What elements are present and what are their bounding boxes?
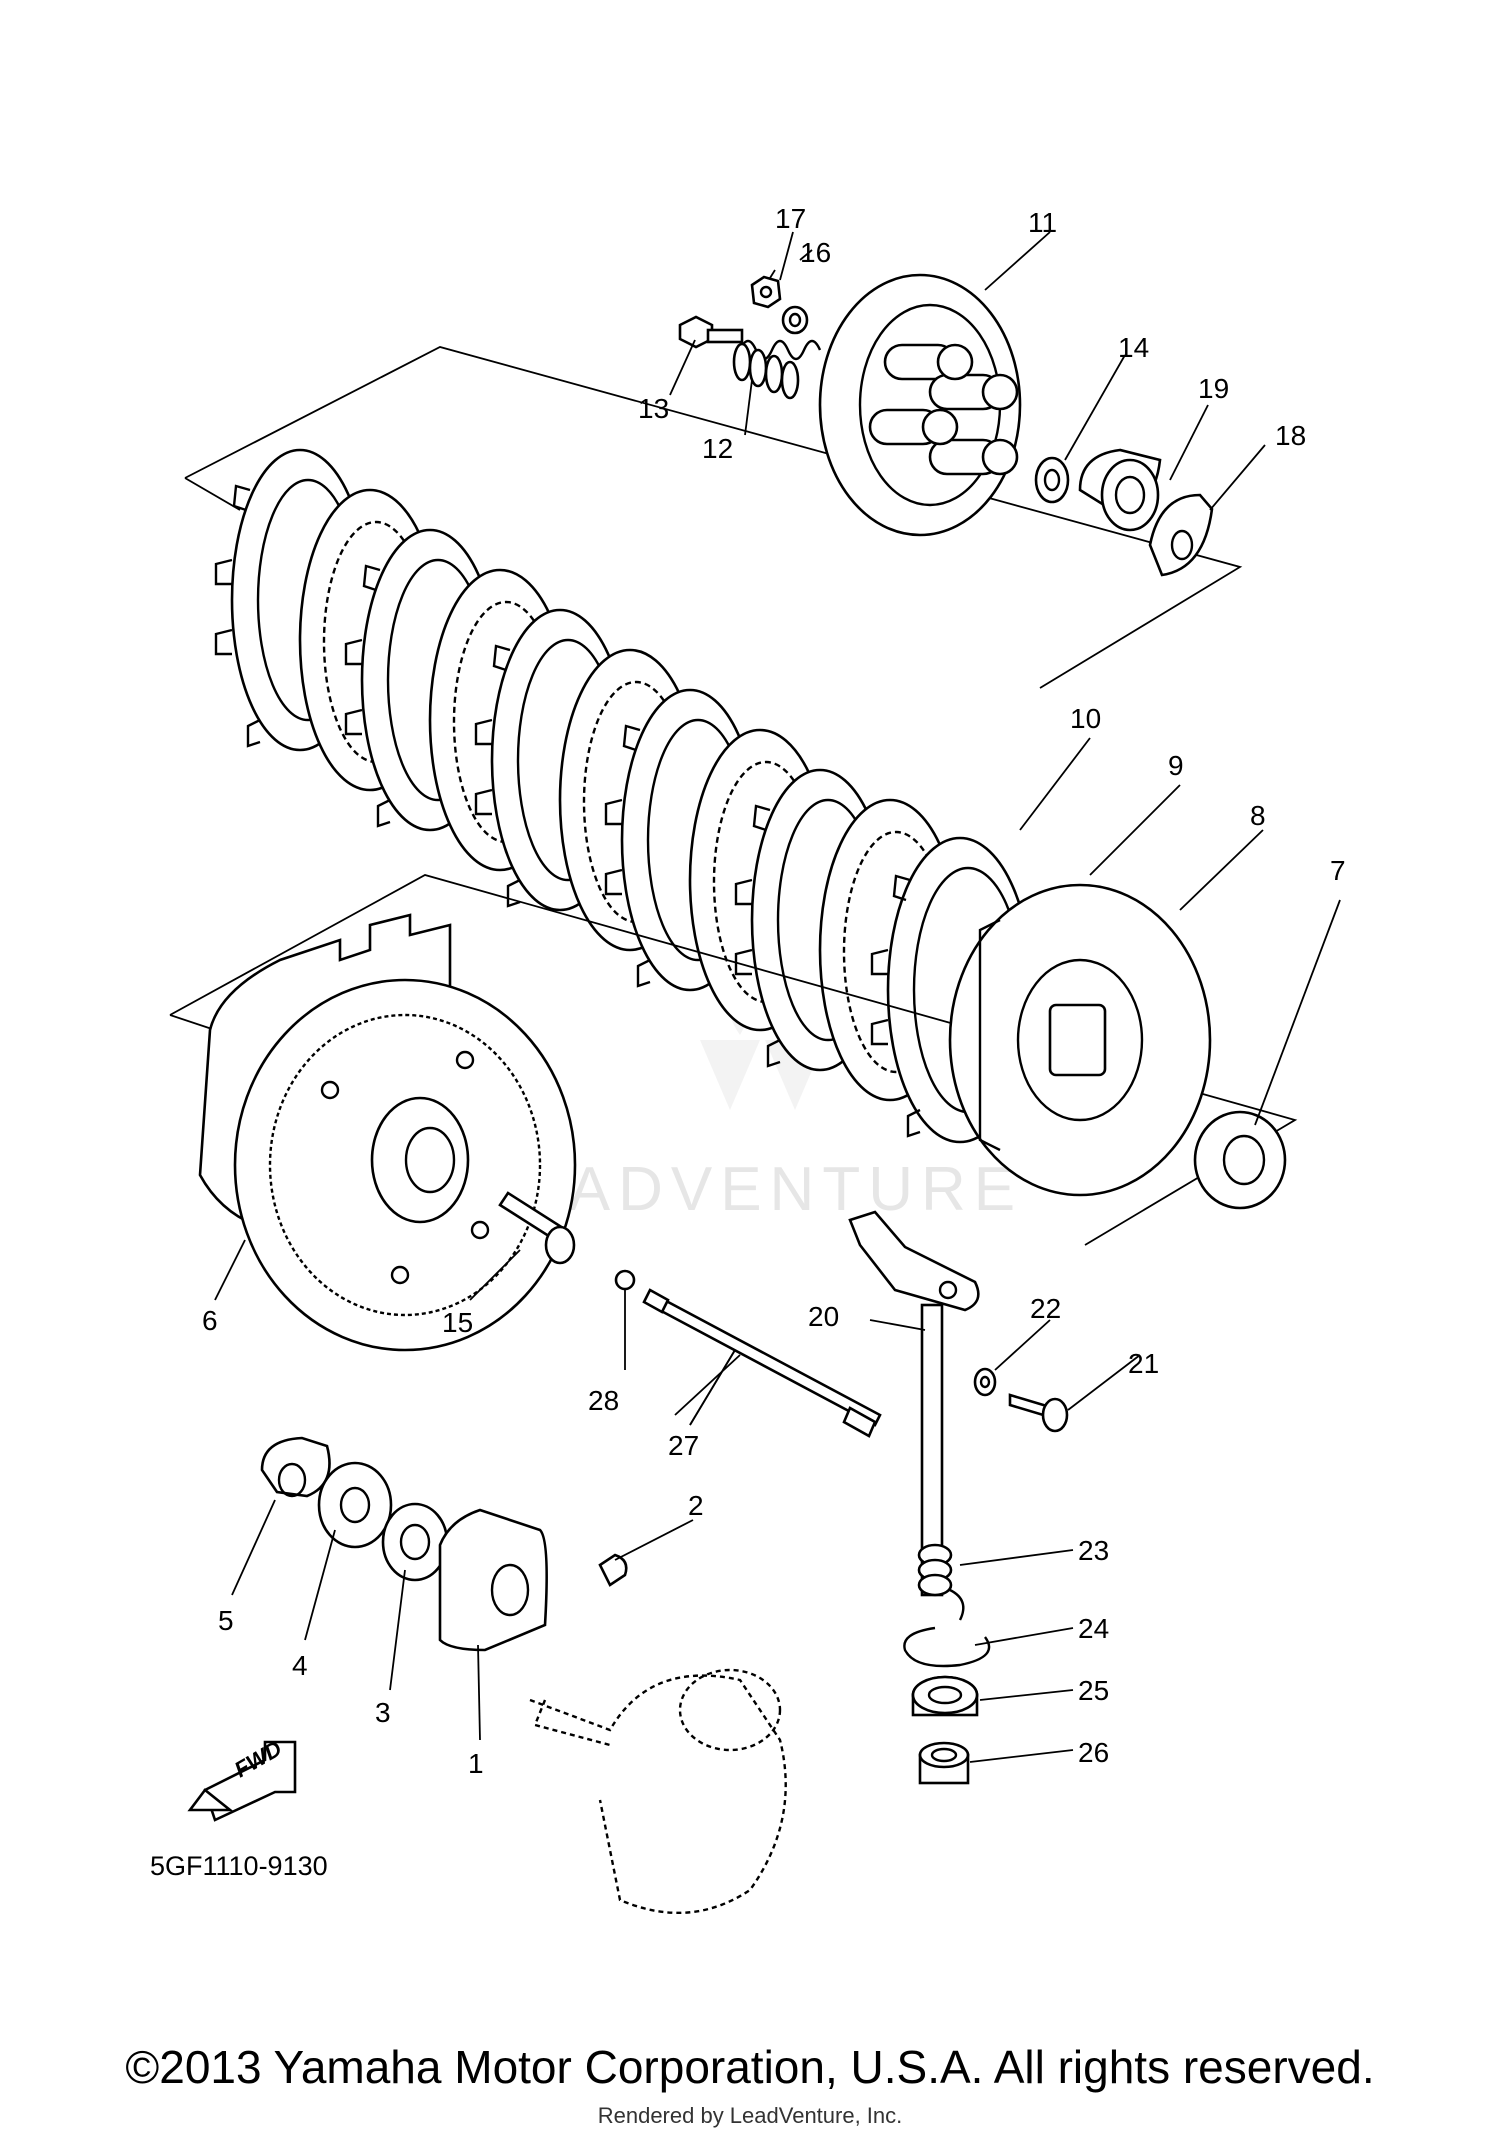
- callout-14: 14: [1118, 332, 1149, 363]
- callout-8: 8: [1250, 800, 1266, 831]
- callout-13: 13: [638, 393, 669, 424]
- lower-bracket: [169, 874, 1298, 1246]
- spring-23: [917, 1543, 965, 1621]
- callout-10: 10: [1070, 703, 1101, 734]
- primary-drive-gear-1: [438, 1508, 548, 1652]
- pressure-plate-11: [818, 273, 1022, 537]
- callout-4: 4: [292, 1650, 308, 1681]
- callout-9: 9: [1168, 750, 1184, 781]
- circlip-24: [903, 1626, 991, 1668]
- callout-19: 19: [1198, 373, 1229, 404]
- key-2: [598, 1553, 628, 1587]
- bolt-13: [678, 315, 744, 349]
- washer-14: [1034, 456, 1070, 504]
- callout-15: 15: [442, 1307, 473, 1338]
- push-rod-27: [642, 1288, 882, 1438]
- push-lever-20: [848, 1210, 980, 1597]
- copyright-notice: ©2013 Yamaha Motor Corporation, U.S.A. A…: [125, 2041, 1375, 2093]
- callout-17: 17: [775, 203, 806, 234]
- nut-17: [750, 275, 782, 309]
- callout-18: 18: [1275, 420, 1306, 451]
- rendered-by-credit: Rendered by LeadVenture, Inc.: [597, 2103, 903, 2128]
- bolt-21: [1008, 1393, 1069, 1433]
- clutch-spring-12: [732, 339, 822, 400]
- callout-28: 28: [588, 1385, 619, 1416]
- washer-3: [381, 1502, 449, 1582]
- callout-6: 6: [202, 1305, 218, 1336]
- washer-16: [781, 305, 809, 335]
- lock-washer-7: [1193, 1110, 1287, 1210]
- crankshaft-reference: [529, 1668, 787, 1915]
- callout-11: 11: [1028, 207, 1057, 238]
- clutch-boss-8: [948, 883, 1212, 1197]
- collar-26: [918, 1741, 970, 1785]
- leader-lines: [214, 231, 1341, 1763]
- callout-27: 27: [668, 1430, 699, 1461]
- callout-numbers: 1 2 3 4 5 6 7 8 9 10 11 12 13 14 15 16 1…: [202, 203, 1346, 1779]
- bearing-25: [911, 1675, 979, 1717]
- callout-22: 22: [1030, 1293, 1061, 1324]
- callout-3: 3: [375, 1697, 391, 1728]
- fwd-arrow-icon: [187, 1740, 297, 1822]
- washer-22: [973, 1367, 997, 1397]
- bearing-5: [260, 1436, 331, 1498]
- drawing-code: 5GF1110-9130: [150, 1851, 328, 1881]
- lock-washer-18: [1148, 493, 1214, 577]
- callout-23: 23: [1078, 1535, 1109, 1566]
- callout-20: 20: [808, 1301, 839, 1332]
- callout-1: 1: [468, 1748, 484, 1779]
- callout-16: 16: [800, 237, 831, 268]
- stud-15: [498, 1191, 576, 1265]
- callout-5: 5: [218, 1605, 234, 1636]
- callout-21: 21: [1128, 1348, 1159, 1379]
- callout-2: 2: [688, 1490, 704, 1521]
- callout-12: 12: [702, 433, 733, 464]
- callout-26: 26: [1078, 1737, 1109, 1768]
- ball-28: [614, 1269, 636, 1291]
- callout-24: 24: [1078, 1613, 1109, 1644]
- washer-4: [317, 1461, 393, 1549]
- callout-7: 7: [1330, 855, 1346, 886]
- bearing-19: [1078, 448, 1162, 532]
- callout-25: 25: [1078, 1675, 1109, 1706]
- clutch-housing-6: [198, 913, 577, 1352]
